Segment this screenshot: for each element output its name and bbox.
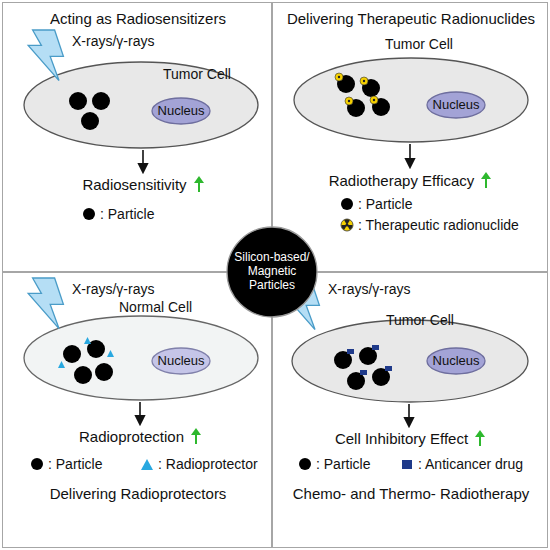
nucleus-label: Nucleus <box>158 354 205 369</box>
legend-text: : Particle <box>316 456 370 472</box>
legend-text: : Particle <box>48 456 102 472</box>
legend-sample <box>400 457 414 471</box>
cell-ellipse-shape <box>24 62 258 148</box>
quadrant-panel: NucleusNormal CellDelivering Radioprotec… <box>2 272 272 548</box>
quadrant-panel: NucleusTumor CellChemo- and Thermo- Radi… <box>272 272 548 548</box>
center-circle-shape <box>227 227 317 317</box>
cell-ellipse-shape <box>292 320 528 402</box>
center-circle: Silicon-based/ Magnetic Particles <box>226 226 318 318</box>
effect-label-text: Radioprotection <box>79 428 184 445</box>
legend-text: : Particle <box>100 206 154 222</box>
legend-item: : Therapeutic radionuclide <box>340 217 519 234</box>
legend-item: : Particle <box>30 456 102 473</box>
legend-item: : Particle <box>340 196 412 213</box>
panel-title: Delivering Radioprotectors <box>3 485 273 502</box>
increase-arrow <box>475 430 485 446</box>
panel-title: Acting as Radiosensitizers <box>3 10 273 27</box>
cell-ellipse: Nucleus Tumor Cell <box>23 61 259 149</box>
legend-sample <box>340 197 354 211</box>
cell-ellipse-outline <box>291 319 529 403</box>
nucleus-ellipse: Nucleus <box>151 97 211 125</box>
nucleus-label: Nucleus <box>433 98 480 113</box>
cell-label: Normal Cell <box>119 299 192 315</box>
radiation-label: X-rays/γ-rays <box>72 33 154 50</box>
panel-title: Chemo- and Thermo- Radiotherapy <box>273 485 549 502</box>
radiation-label-text: X-rays/γ-rays <box>328 281 410 297</box>
legend-text: : Particle <box>358 196 412 212</box>
legend-sample <box>30 457 44 471</box>
increase-arrow <box>194 176 204 192</box>
nucleus-ellipse: Nucleus <box>151 347 211 375</box>
legend-item: : Anticancer drug <box>400 456 523 473</box>
legend-item: : Particle <box>298 456 370 473</box>
legend-item: : Radioprotector <box>140 456 258 473</box>
radiation-label-text: X-rays/γ-rays <box>72 33 154 49</box>
nucleus-ellipse-shape <box>427 92 485 118</box>
cell-ellipse-outline <box>23 315 259 401</box>
legend-text: : Radioprotector <box>158 456 258 472</box>
legend-text: : Therapeutic radionuclide <box>358 217 519 233</box>
panel-title: Delivering Therapeutic Radionuclides <box>273 10 549 27</box>
effect-label-text: Cell Inhibitory Effect <box>335 430 468 447</box>
center-label: Silicon-based/ Magnetic Particles <box>230 251 314 292</box>
cell-ellipse: NucleusTumor Cell <box>291 319 529 403</box>
effect-label: Radiotherapy Efficacy <box>280 172 540 190</box>
increase-arrow <box>481 172 491 188</box>
legend-text: : Anticancer drug <box>418 456 523 472</box>
nucleus-ellipse: Nucleus <box>426 347 486 375</box>
effect-label-text: Radiotherapy Efficacy <box>329 172 475 189</box>
cell-ellipse-shape <box>24 316 258 400</box>
nucleus-ellipse: Nucleus <box>426 91 486 119</box>
effect-label: Radioprotection <box>10 428 270 446</box>
radiation-label-text: X-rays/γ-rays <box>72 281 154 297</box>
cell-label: Tumor Cell <box>385 36 453 52</box>
cell-ellipse: NucleusNormal Cell <box>23 315 259 401</box>
radiation-label: X-rays/γ-rays <box>72 281 154 298</box>
cell-ellipse: NucleusTumor Cell <box>293 57 529 143</box>
cell-label: Tumor Cell <box>163 66 231 82</box>
nucleus-ellipse-shape <box>152 348 210 374</box>
legend-sample <box>298 457 312 471</box>
nucleus-ellipse-shape <box>152 98 210 124</box>
legend-item: : Particle <box>82 206 154 223</box>
nucleus-ellipse-shape <box>427 348 485 374</box>
radiation-label: X-rays/γ-rays <box>328 281 410 298</box>
legend-sample <box>140 457 154 471</box>
legend-sample <box>82 207 96 221</box>
cell-label: Tumor Cell <box>386 312 454 328</box>
increase-arrow <box>191 428 201 444</box>
effect-label: Radiosensitivity <box>13 176 273 194</box>
effect-label: Cell Inhibitory Effect <box>280 430 540 448</box>
effect-label-text: Radiosensitivity <box>82 176 186 193</box>
cell-ellipse-outline <box>293 57 529 143</box>
cell-ellipse-shape <box>294 58 528 142</box>
nucleus-label: Nucleus <box>158 104 205 119</box>
legend-sample <box>340 218 354 232</box>
nucleus-label: Nucleus <box>433 354 480 369</box>
